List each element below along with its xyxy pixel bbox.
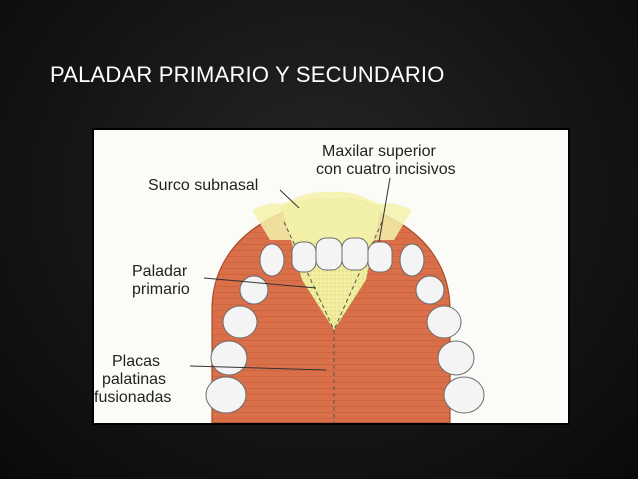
left-teeth [205,243,285,414]
tooth [443,376,485,414]
label-placas-2: palatinas [102,371,166,388]
incisive-suture-left [283,221,335,331]
label-placas-3: fusionadas [94,389,171,406]
diagram-frame: Surco subnasal Maxilar superior con cuat… [92,128,570,425]
incisor-tooth [367,241,393,273]
tooth [415,275,445,305]
tooth [426,305,462,339]
incisor-tooth [291,241,317,273]
leader-placas [189,365,327,371]
leader-maxilar [378,177,391,243]
tooth [437,340,475,376]
tooth [399,243,425,277]
leader-paladar [203,277,317,289]
tooth [259,243,285,277]
slide-title: PALADAR PRIMARIO Y SECUNDARIO [50,62,445,87]
incisors [291,237,393,273]
palate-diagram: Surco subnasal Maxilar superior con cuat… [94,130,568,423]
tooth [239,275,269,305]
label-surco-subnasal: Surco subnasal [148,177,258,194]
label-maxilar-2: con cuatro incisivos [316,161,456,178]
leader-surco [279,189,300,209]
tooth [222,305,258,339]
subnasal-region [252,191,412,240]
label-paladar-1: Paladar [132,263,188,280]
right-teeth [399,243,485,414]
tooth [205,376,247,414]
incisor-tooth [315,237,343,271]
tooth [210,340,248,376]
incisor-tooth [341,237,369,271]
label-placas-1: Placas [112,353,160,370]
label-maxilar-1: Maxilar superior [322,143,436,160]
incisive-suture-right [333,221,383,331]
label-paladar-2: primario [132,281,190,298]
